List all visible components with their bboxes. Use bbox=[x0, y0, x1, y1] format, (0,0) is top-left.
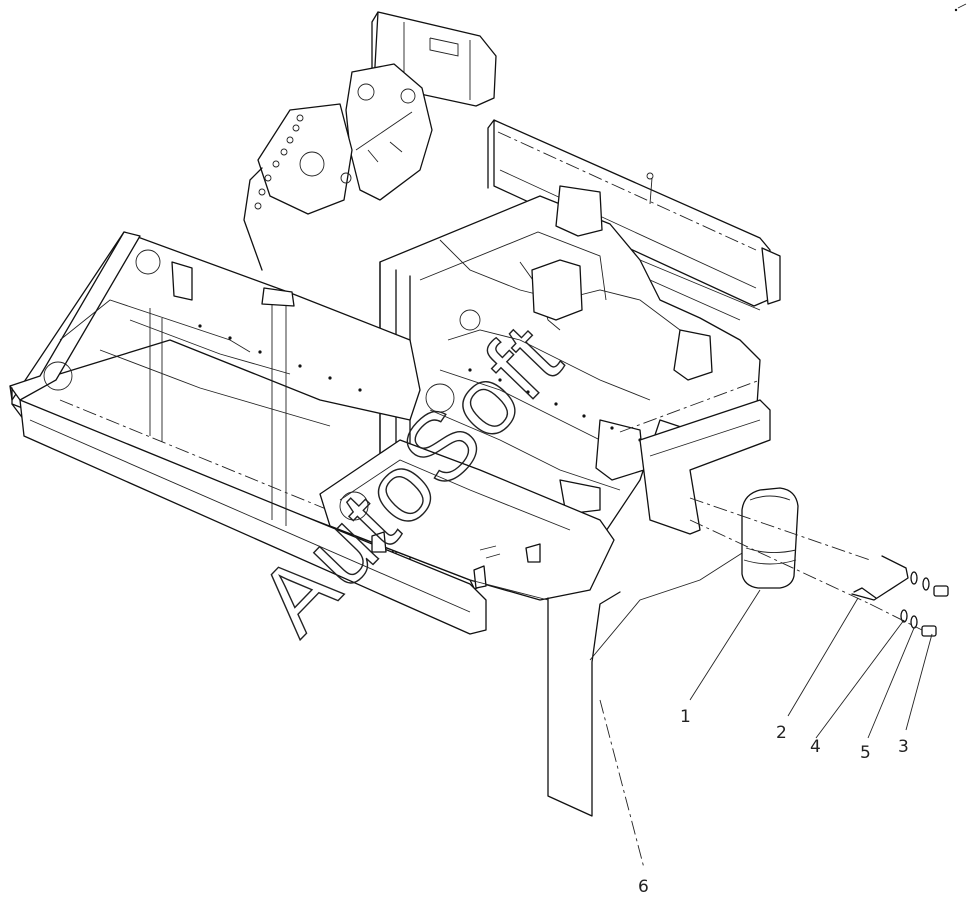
rear-tower bbox=[243, 11, 497, 271]
callout-2: 2 bbox=[776, 723, 787, 743]
right-front-rail bbox=[619, 379, 771, 535]
callout-labels: 1 2 4 5 3 6 bbox=[638, 707, 909, 897]
front-compartment bbox=[319, 439, 615, 601]
callout-4: 4 bbox=[810, 737, 821, 757]
corner-mark bbox=[954, 3, 967, 12]
callout-5: 5 bbox=[860, 743, 871, 763]
hanging-plate bbox=[469, 547, 751, 817]
callout-3: 3 bbox=[898, 737, 909, 757]
part-1-box bbox=[689, 487, 871, 605]
callout-6: 6 bbox=[638, 877, 649, 897]
hardware-group bbox=[851, 555, 949, 637]
leader-lines bbox=[599, 589, 933, 869]
callout-1: 1 bbox=[680, 707, 691, 727]
right-rear-rail bbox=[487, 119, 781, 307]
left-deck bbox=[9, 231, 487, 635]
